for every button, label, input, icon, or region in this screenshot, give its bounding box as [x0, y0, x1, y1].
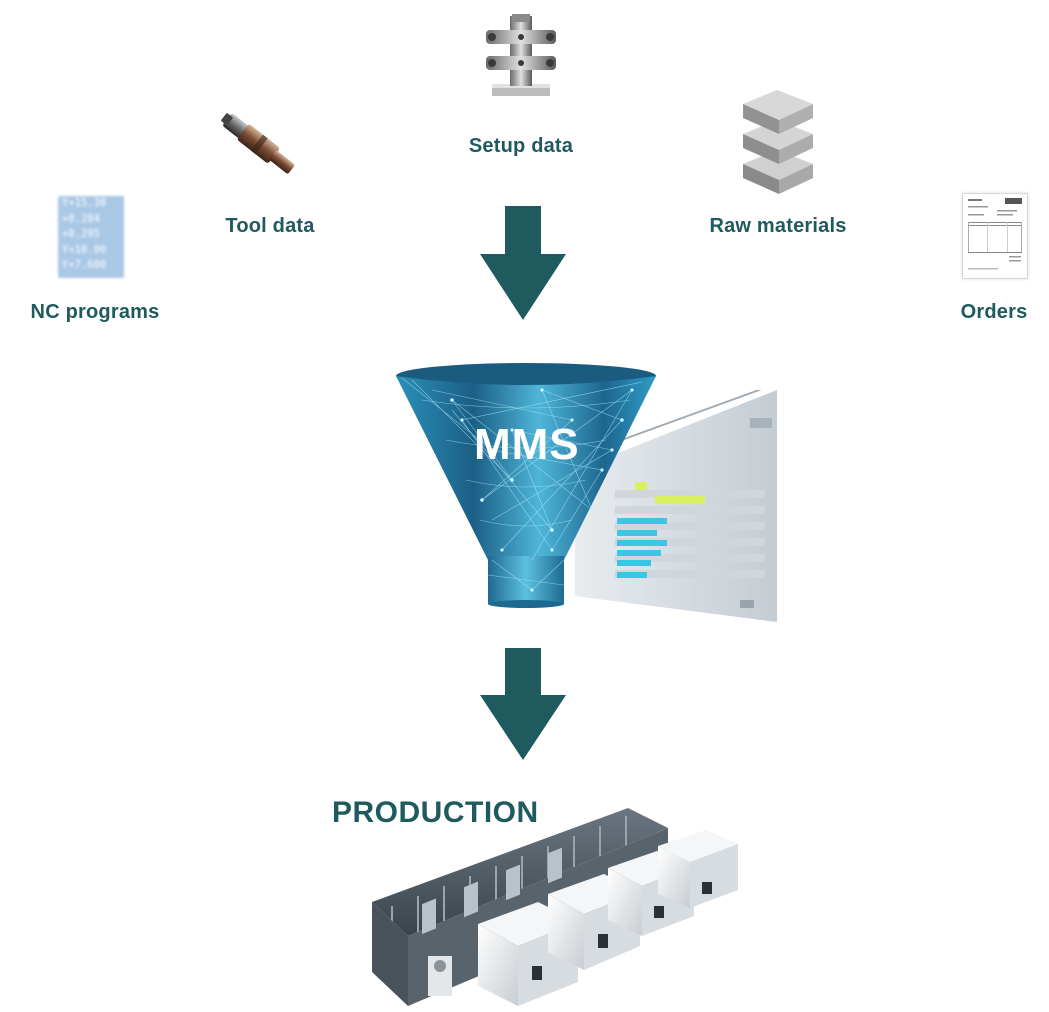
nc-code-line: +0.295: [62, 228, 100, 240]
fixture-tower-icon: [486, 14, 556, 96]
arrow-down-icon: [480, 206, 566, 320]
mms-label: MMS: [474, 420, 580, 469]
tool-data-label: Tool data: [225, 215, 315, 237]
funnel-icon: [396, 363, 656, 608]
raw-materials-label: Raw materials: [709, 215, 847, 237]
nc-program-icon: Y+15.30 +0.204 +0.295 Y+10.00 Y+7.600: [58, 196, 124, 278]
nc-code-line: Y+10.00: [62, 243, 107, 256]
orders-label: Orders: [960, 301, 1028, 323]
production-label: PRODUCTION: [332, 796, 539, 829]
order-document-icon: [962, 193, 1028, 279]
nc-code-line: Y+15.30: [62, 197, 107, 209]
nc-programs-label: NC programs: [30, 301, 160, 323]
nc-code-line: Y+7.600: [62, 259, 107, 271]
production-system-image: [372, 808, 738, 1006]
setup-data-label: Setup data: [468, 135, 574, 157]
tool-holder-icon: [221, 113, 295, 174]
arrow-down-icon: [480, 648, 566, 760]
dashboard-screen: [575, 390, 777, 622]
raw-material-blocks-icon: [743, 90, 813, 194]
nc-code-line: +0.204: [62, 212, 100, 225]
